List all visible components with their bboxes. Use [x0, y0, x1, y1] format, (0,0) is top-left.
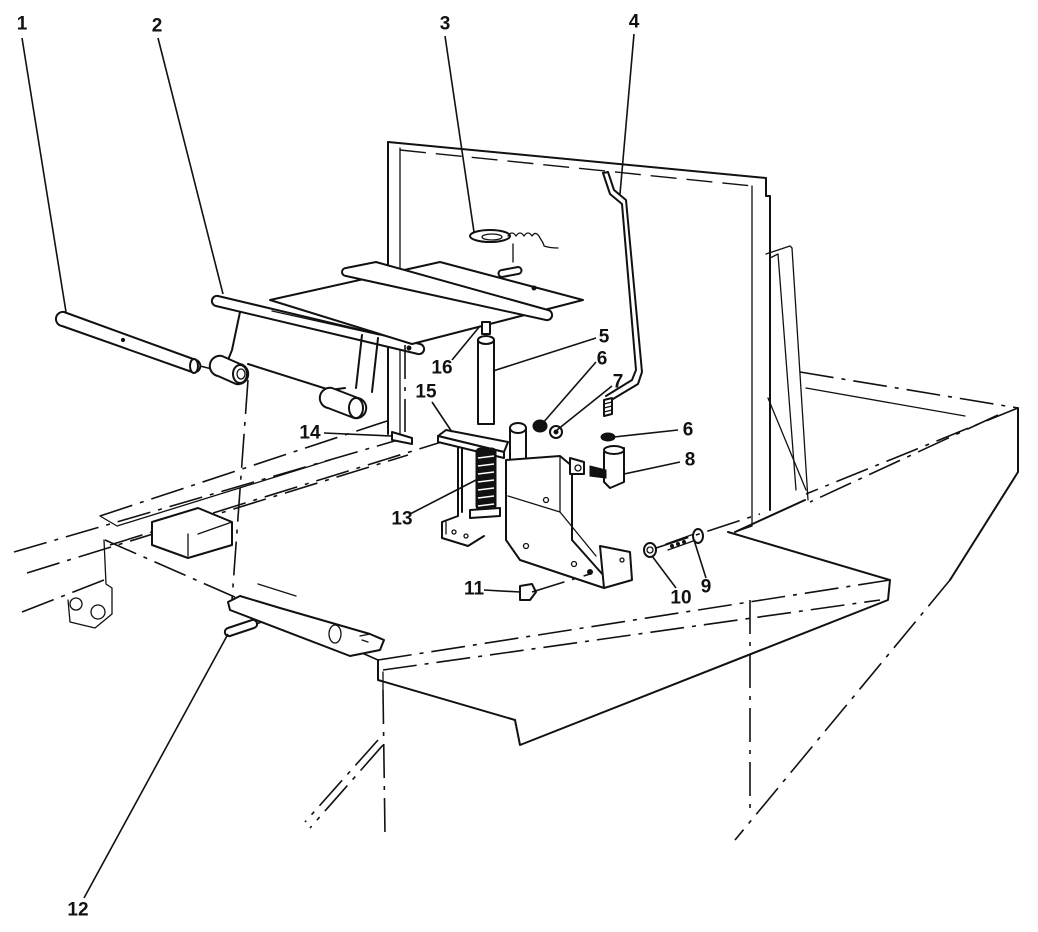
- main-bracket: [391, 422, 633, 589]
- part-2-lever-arm: [208, 294, 426, 601]
- callout-6-lower: 6: [682, 419, 694, 441]
- callout-16: 16: [431, 357, 453, 379]
- part-10-washer: [643, 513, 761, 558]
- part-5-post: [477, 321, 495, 425]
- callout-4: 4: [628, 11, 640, 33]
- part-11-nut: [519, 573, 591, 601]
- callout-14: 14: [299, 422, 321, 444]
- callout-8: 8: [684, 449, 696, 471]
- part-4-bent-rod: [602, 171, 643, 417]
- part-3-chain: [469, 229, 559, 263]
- callout-10: 10: [670, 587, 692, 609]
- part-13-spring: [469, 447, 501, 519]
- part-6-nut-lower: [600, 432, 616, 442]
- frame-rails: [13, 419, 449, 661]
- callout-13: 13: [391, 508, 413, 530]
- cabinet-body: [304, 141, 1019, 841]
- leader-lines: [21, 33, 707, 899]
- callout-6-upper: 6: [596, 348, 608, 370]
- part-9-bolt: [665, 528, 704, 551]
- top-plate: [269, 261, 584, 432]
- callout-2: 2: [151, 15, 163, 37]
- callout-3: 3: [439, 13, 451, 35]
- hinge-plate: [227, 583, 385, 657]
- callout-12: 12: [67, 899, 89, 921]
- callout-5: 5: [598, 326, 610, 348]
- callout-1: 1: [16, 13, 28, 35]
- callout-11: 11: [463, 578, 485, 600]
- part-8-knob: [589, 445, 625, 489]
- callout-9: 9: [700, 576, 712, 598]
- part-1-shaft: [54, 310, 213, 374]
- callout-15: 15: [415, 381, 437, 403]
- callout-7: 7: [612, 371, 624, 393]
